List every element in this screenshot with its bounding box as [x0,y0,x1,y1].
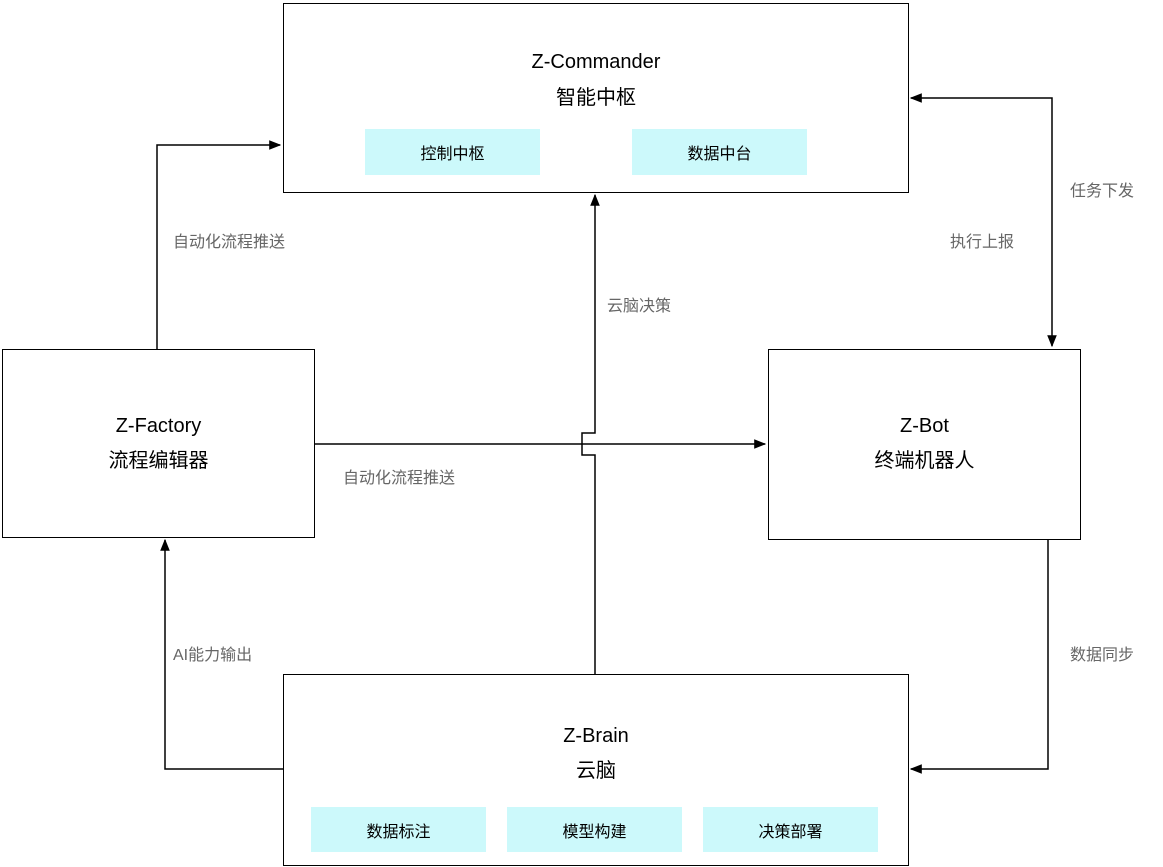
label-commander-to-bot: 任务下发 [1070,183,1135,200]
commander-subtitle: 智能中枢 [556,87,636,109]
label-brain-to-factory: AI能力输出 [173,647,253,664]
module-data-platform: 数据中台 [632,129,807,175]
commander-name: Z-Commander [531,51,661,73]
node-commander[interactable]: Z-Commander 智能中枢 控制中枢 数据中台 [283,3,909,193]
label-bot-to-commander: 执行上报 [950,234,1015,251]
brain-subtitle: 云脑 [576,760,616,782]
label-factory-to-commander: 自动化流程推送 [173,234,286,251]
factory-subtitle: 流程编辑器 [108,450,209,472]
node-brain[interactable]: Z-Brain 云脑 数据标注 模型构建 决策部署 [283,674,909,866]
label-brain-to-commander: 云脑决策 [607,298,672,315]
edge-factory-to-commander [156,140,282,349]
factory-name: Z-Factory [115,415,202,437]
module-deployment: 决策部署 [703,807,878,852]
edge-bot-to-brain [909,539,1049,774]
module-model-building: 模型构建 [507,807,682,852]
brain-name: Z-Brain [563,725,629,747]
edge-brain-to-commander [581,193,600,674]
label-bot-to-brain: 数据同步 [1070,647,1135,664]
module-control: 控制中枢 [365,129,540,175]
module-labeling: 数据标注 [311,807,486,852]
edge-brain-to-factory [160,538,283,770]
edge-commander-bot [909,93,1057,348]
label-factory-to-bot: 自动化流程推送 [343,470,456,487]
node-bot[interactable]: Z-Bot 终端机器人 [768,349,1081,540]
bot-subtitle: 终端机器人 [874,450,975,472]
bot-name: Z-Bot [900,415,949,437]
node-factory[interactable]: Z-Factory 流程编辑器 [2,349,315,538]
